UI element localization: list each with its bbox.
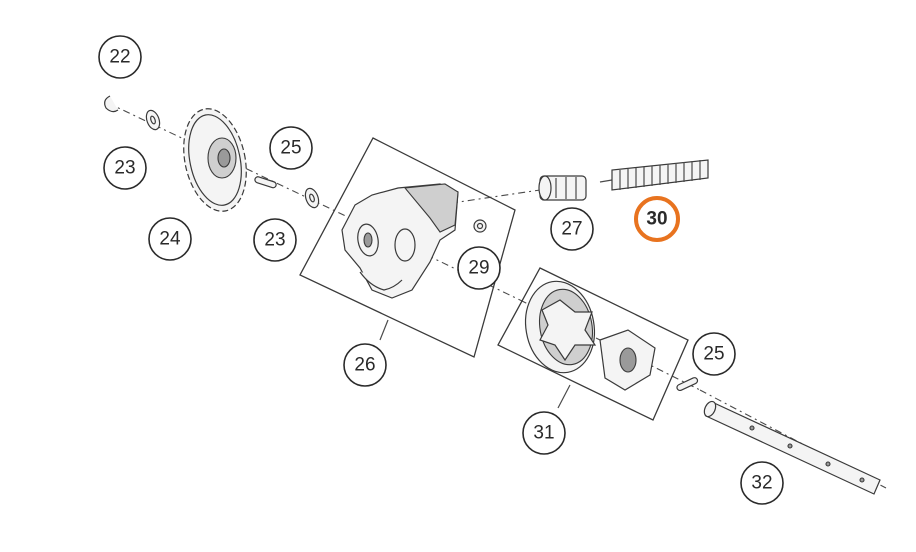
callout-30-label: 30 xyxy=(646,209,667,230)
part-oring-29 xyxy=(473,219,487,233)
callout-31: 31 xyxy=(522,411,566,455)
part-circlip-22 xyxy=(104,95,119,113)
callout-24-label: 24 xyxy=(159,229,181,250)
group-box-31 xyxy=(497,267,689,421)
callout-22-label: 22 xyxy=(109,47,130,68)
part-gear-24 xyxy=(183,108,247,212)
callout-27-label: 27 xyxy=(561,219,582,240)
callout-32-label: 32 xyxy=(751,473,772,494)
part-housing-26 xyxy=(341,183,459,299)
callout-25: 25 xyxy=(269,126,313,170)
part-pin-25b xyxy=(676,377,699,392)
callout-25-second: 25 xyxy=(692,332,736,376)
callout-23-second-label: 23 xyxy=(264,230,285,251)
part-shaft-32 xyxy=(703,400,881,495)
callout-23-second: 23 xyxy=(253,218,297,262)
part-piston-27 xyxy=(538,175,587,201)
part-rotor-31 xyxy=(524,280,656,391)
callout-22: 22 xyxy=(98,35,142,79)
callout-31-label: 31 xyxy=(533,423,554,444)
callout-26: 26 xyxy=(343,343,387,387)
callout-25-label: 25 xyxy=(280,138,301,159)
callout-23: 23 xyxy=(103,146,147,190)
callout-26-label: 26 xyxy=(354,355,375,376)
part-spring-30 xyxy=(599,159,709,191)
callout-23-label: 23 xyxy=(114,158,135,179)
part-washer-23b xyxy=(304,187,320,209)
part-pin-25a xyxy=(254,176,277,189)
callout-29-label: 29 xyxy=(468,258,489,279)
callout-27: 27 xyxy=(550,207,594,251)
callout-32: 32 xyxy=(740,461,784,505)
part-washer-23a xyxy=(145,109,161,131)
group-box-26 xyxy=(299,137,516,358)
callout-29: 29 xyxy=(457,246,501,290)
callout-24: 24 xyxy=(148,217,192,261)
callout-25-second-label: 25 xyxy=(703,344,724,365)
callout-30: 30 xyxy=(634,196,680,242)
